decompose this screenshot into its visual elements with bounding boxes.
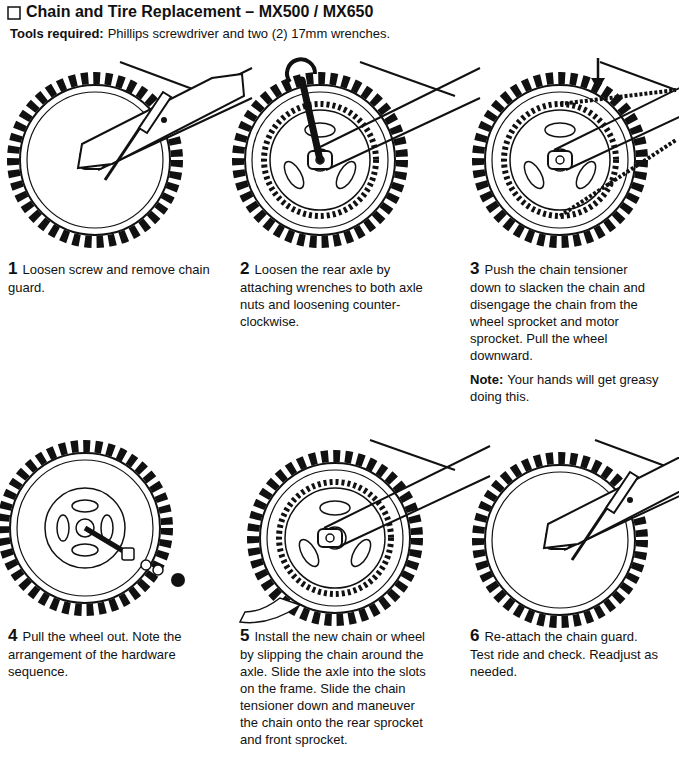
step-text: 1Loosen screw and remove chain guard. [8,258,213,297]
illustration-part [287,59,315,82]
illustration-part [153,565,163,575]
step-text: 6Re-attach the chain guard. Test ride an… [470,625,662,681]
illustration-part [240,440,490,623]
step-text: 3Push the chain tensioner down to slacke… [470,258,662,365]
illustration-part [78,74,244,168]
step-number: 4 [8,626,17,645]
page-title: Chain and Tire Replacement – MX500 / MX6… [26,3,373,21]
tools-note-text: Tools required: Phillips screwdriver and … [10,26,670,43]
step-text: 2Loosen the rear axle by attaching wrenc… [240,258,440,331]
instruction-text: Push the chain tensioner down to slacken… [470,262,645,363]
instruction-text: Loosen the rear axle by attaching wrench… [240,262,423,329]
instruction-text: Install the new chain or wheel by slippi… [240,629,426,747]
illustration-part [238,59,480,242]
step-number: 2 [240,259,249,278]
illustration-part [3,446,167,610]
illustration-part [572,472,638,560]
bold-lead: Tools required: [10,26,104,41]
step-text: 4Pull the wheel out. Note the arrangemen… [8,625,213,681]
illustration-part [548,68,679,170]
instruction-text: Pull the wheel out. Note the arrangement… [8,629,181,679]
illustration-part [141,560,151,570]
bold-lead: Note: [470,372,503,387]
illustration-part [478,440,679,622]
illustration-part [3,446,185,610]
illustration-part [57,515,69,541]
instruction-text: Re-attach the chain guard. Test ride and… [470,629,658,679]
illustration-part [478,58,679,242]
illustration-part [171,573,185,587]
illustration-part [238,78,402,242]
illustration-part [591,78,605,90]
illustration-part [72,544,98,556]
illustration-part [318,446,490,548]
illustration-part [560,90,676,216]
illustration-part [308,68,480,170]
illustration-part [600,62,676,90]
instruction-text: Phillips screwdriver and two (2) 17mm wr… [108,26,390,41]
note-text: Note:Your hands will get greasy doing th… [470,372,662,406]
illustration-part [240,598,300,623]
step-number: 3 [470,259,479,278]
step-number: 5 [240,626,249,645]
illustration-part [122,548,134,560]
illustration-part [8,7,20,19]
illustration-part [105,92,171,180]
illustration-part [72,500,98,512]
illustration-part [302,80,320,160]
instruction-text: Loosen screw and remove chain guard. [8,262,210,295]
illustration-part [13,62,252,242]
step-number: 1 [8,259,17,278]
step-text: 5Install the new chain or wheel by slipp… [240,625,435,748]
illustration-part [360,62,455,96]
step-number: 6 [470,626,479,645]
